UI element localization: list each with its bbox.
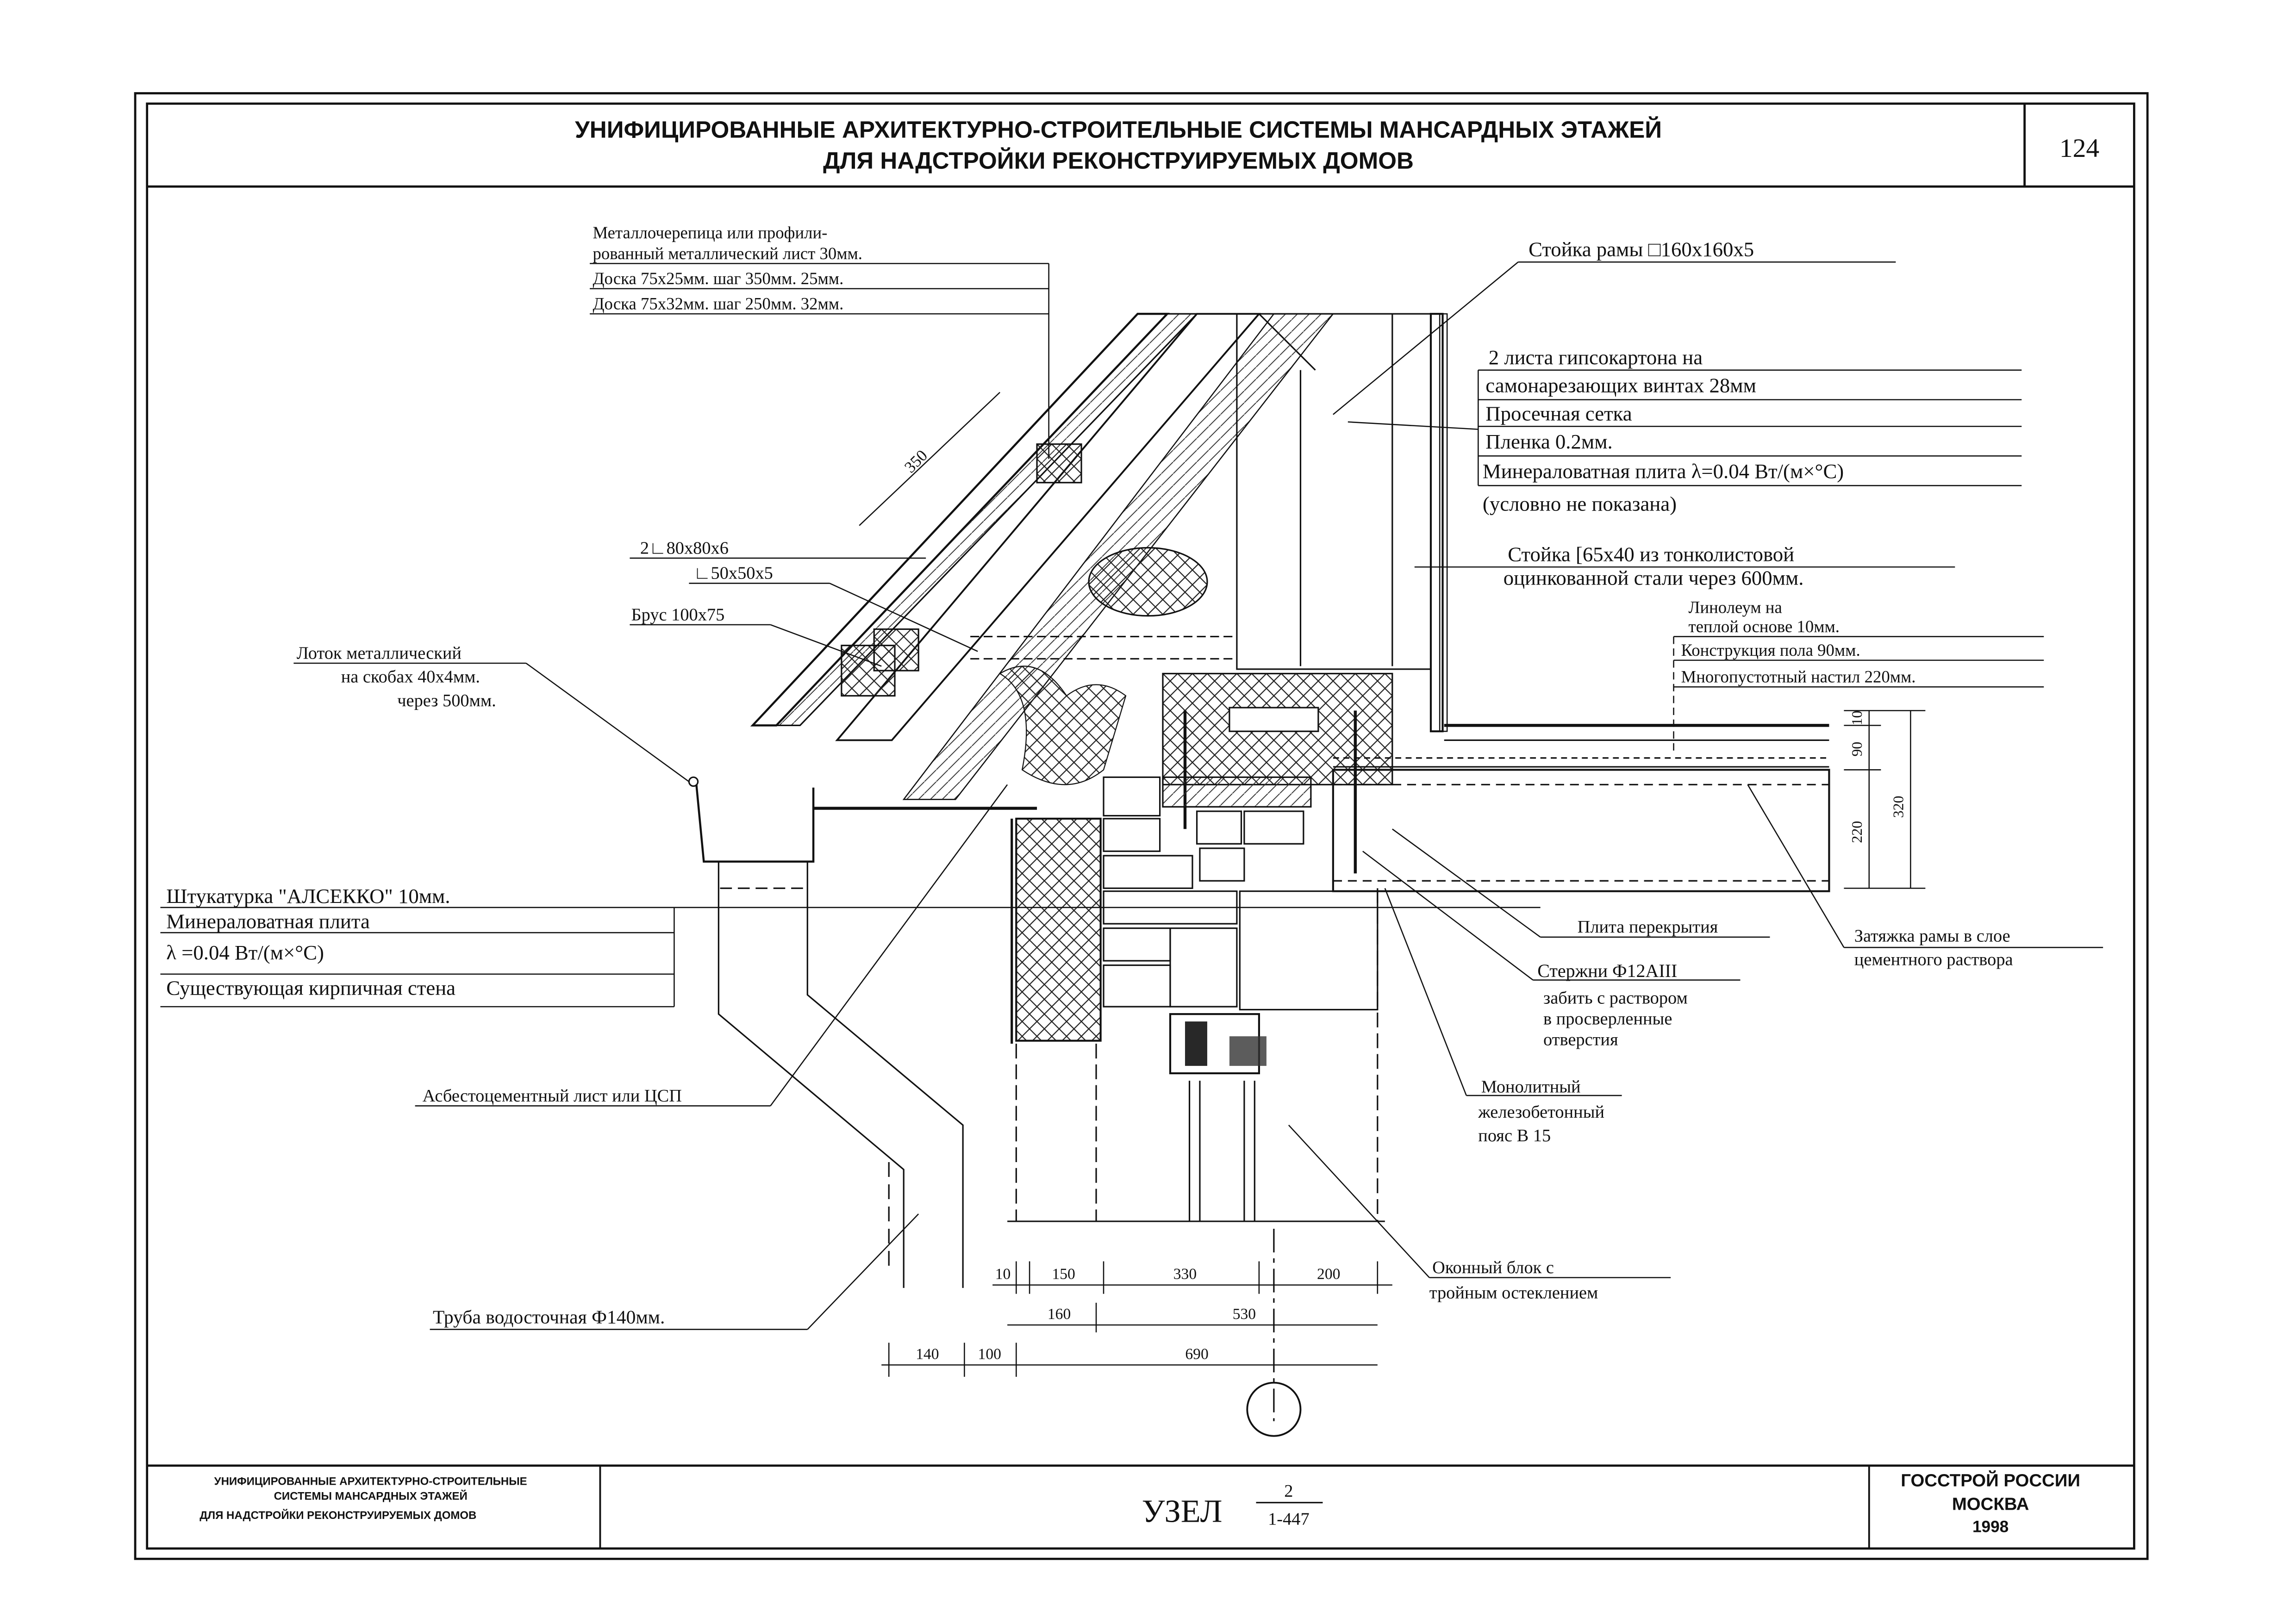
plaster-label: Штукатурка "АЛСЕККО" 10мм. xyxy=(166,884,450,908)
dim-row1-1: 10 xyxy=(995,1266,1011,1283)
roof-layer-3: Доска 75х25мм. шаг 350мм. 25мм. xyxy=(593,269,843,288)
node-denominator: 1-447 xyxy=(1268,1510,1310,1529)
roof-layer-1: Металлочерепица или профили- xyxy=(593,223,827,242)
mineral-inner-label: Минераловатная плита λ=0.04 Вт/(м×°С) xyxy=(1483,460,1844,483)
window-label-1: Оконный блок с xyxy=(1432,1258,1554,1277)
rods-label-4: отверстия xyxy=(1543,1030,1618,1049)
gutter-label-2: на скобах 40х4мм. xyxy=(341,667,480,687)
gutter-label-3: через 500мм. xyxy=(397,691,496,710)
dim-row3-1: 140 xyxy=(916,1345,939,1363)
mesh-label: Просечная сетка xyxy=(1485,402,1632,425)
post-label-1: Стойка [65х40 из тонколистовой xyxy=(1508,542,1794,566)
downpipe-label: Труба водосточная Ф140мм. xyxy=(433,1307,665,1328)
tie-label-2: цементного раствора xyxy=(1854,950,2013,970)
inner-frame xyxy=(146,102,2135,1550)
dim-row2-1: 160 xyxy=(1048,1306,1071,1323)
title-block-left-3: ДЛЯ НАДСТРОЙКИ РЕКОНСТРУИРУЕМЫХ ДОМОВ xyxy=(200,1509,476,1522)
annotations: Металлочерепица или профили- рованный ме… xyxy=(166,223,2013,1363)
section-drawing xyxy=(688,312,1830,1437)
node-numerator: 2 xyxy=(1284,1481,1293,1501)
dim-row1-3: 330 xyxy=(1173,1266,1197,1283)
header-title-line1: УНИФИЦИРОВАННЫЕ АРХИТЕКТУРНО-СТРОИТЕЛЬНЫ… xyxy=(575,116,1662,143)
mineral-outer-label-2: λ =0.04 Вт/(м×°С) xyxy=(166,941,324,964)
leader-lines xyxy=(160,261,2103,1330)
rods-label-3: в просверленные xyxy=(1543,1009,1672,1029)
dim-row1-2: 150 xyxy=(1052,1266,1075,1283)
floor-slab-label: Плита перекрытия xyxy=(1578,917,1718,937)
title-block-left-1: УНИФИЦИРОВАННЫЕ АРХИТЕКТУРНО-СТРОИТЕЛЬНЫ… xyxy=(214,1475,527,1487)
beam-label: Брус 100х75 xyxy=(631,605,725,624)
frame-post-label: Стойка рамы □160х160х5 xyxy=(1529,237,1754,261)
film-label: Пленка 0.2мм. xyxy=(1485,430,1612,453)
dim-right-3: 220 xyxy=(1849,821,1865,843)
mineral-outer-label-1: Минераловатная плита xyxy=(166,910,370,933)
dim-right-4: 320 xyxy=(1890,796,1906,818)
org-line-1: ГОССТРОЙ РОССИИ xyxy=(1901,1470,2080,1491)
org-line-3: 1998 xyxy=(1972,1518,2009,1536)
gypsum-label-2: самонарезающих винтах 28мм xyxy=(1485,374,1756,397)
roof-layer-4: Доска 75х32мм. шаг 250мм. 32мм. xyxy=(593,294,843,313)
hollow-slab-label: Многопустотный настил 220мм. xyxy=(1681,667,1916,686)
title-block-left-2: СИСТЕМЫ МАНСАРДНЫХ ЭТАЖЕЙ xyxy=(274,1489,468,1502)
window-label-2: тройным остеклением xyxy=(1429,1283,1598,1302)
gutter-label-1: Лоток металлический xyxy=(297,643,462,663)
monolith-label-1: Монолитный xyxy=(1481,1077,1581,1097)
dim-row1-4: 200 xyxy=(1317,1266,1340,1283)
linoleum-label-1: Линолеум на xyxy=(1689,597,1782,616)
post-label-2: оцинкованной стали через 600мм. xyxy=(1504,566,1804,589)
brick-wall-label: Существующая кирпичная стена xyxy=(166,977,455,1000)
dim-row3-3: 690 xyxy=(1185,1345,1208,1363)
angle-label-1: 2∟80х80х6 xyxy=(640,538,729,558)
org-line-2: МОСКВА xyxy=(1952,1494,2029,1514)
outer-frame xyxy=(134,92,2149,1560)
dim-right-2: 90 xyxy=(1849,742,1865,757)
monolith-label-3: пояс В 15 xyxy=(1478,1126,1551,1145)
node-label: УЗЕЛ xyxy=(1142,1493,1223,1529)
page-number: 124 xyxy=(2059,134,2099,163)
rods-label-1: Стержни Ф12АIII xyxy=(1537,960,1677,981)
dimension-lines xyxy=(881,710,1926,1377)
angle-label-2: ∟50х50х5 xyxy=(693,564,773,583)
roof-layer-2: рованный металлический лист 30мм. xyxy=(593,244,862,263)
dim-row2-2: 530 xyxy=(1233,1306,1256,1323)
dim-row3-2: 100 xyxy=(978,1345,1001,1363)
gypsum-label-1: 2 листа гипсокартона на xyxy=(1489,346,1703,369)
not-shown-label: (условно не показана) xyxy=(1483,492,1677,516)
tie-label-1: Затяжка рамы в слое xyxy=(1854,926,2010,946)
header-title-line2: ДЛЯ НАДСТРОЙКИ РЕКОНСТРУИРУЕМЫХ ДОМОВ xyxy=(823,147,1414,174)
rods-label-2: забить с раствором xyxy=(1543,989,1688,1008)
linoleum-label-2: теплой основе 10мм. xyxy=(1689,617,1840,636)
asbestos-label: Асбестоцементный лист или ЦСП xyxy=(423,1086,682,1106)
floor-construction-label: Конструкция пола 90мм. xyxy=(1681,641,1860,660)
dim-350-label: 350 xyxy=(901,446,931,476)
dim-right-1: 10 xyxy=(1849,710,1865,725)
monolith-label-2: железобетонный xyxy=(1478,1102,1604,1122)
